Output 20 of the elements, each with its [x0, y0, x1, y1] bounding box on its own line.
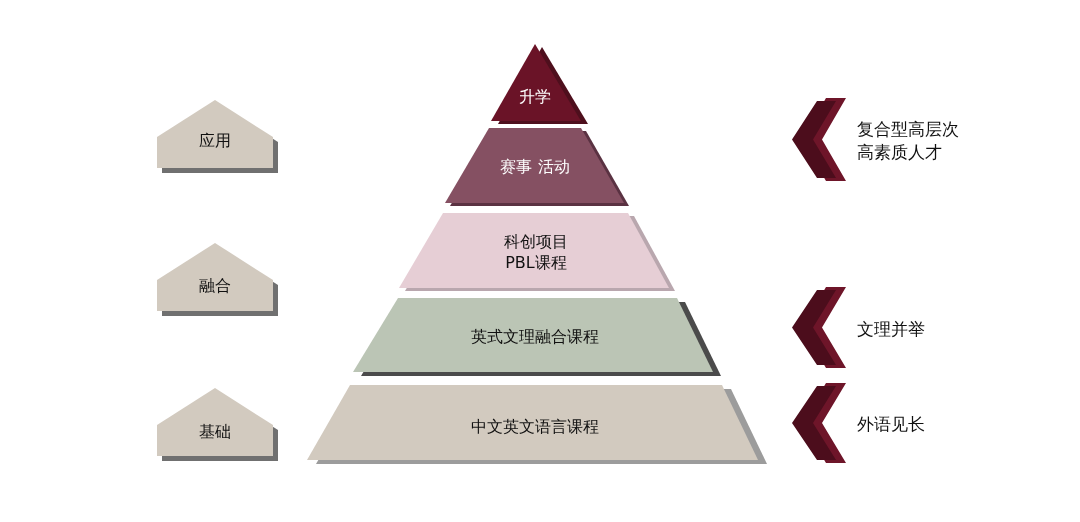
pyramid-tier	[307, 385, 767, 464]
tier-label: PBL课程	[504, 253, 568, 274]
outcome-text: 外语见长	[857, 412, 926, 436]
outcome-text: 复合型高层次高素质人才	[857, 117, 960, 164]
outcome-text: 文理并举	[857, 317, 926, 340]
pentagon-tag	[157, 100, 278, 173]
pyramid-tier	[491, 44, 588, 124]
level-label: 应用	[199, 130, 231, 152]
pyramid-tier	[445, 128, 629, 206]
tier-label: 中文英文语言课程	[471, 416, 599, 438]
tier-label: 英式文理融合课程	[471, 326, 599, 348]
level-label: 融合	[199, 275, 231, 297]
pyramid-tier	[399, 213, 675, 291]
tier-label: 升学	[519, 86, 551, 108]
tier-label: 赛事 活动	[500, 156, 570, 178]
tier-label: 科创项目	[504, 232, 568, 253]
level-label: 基础	[199, 421, 231, 443]
pyramid-tier	[353, 298, 721, 376]
pentagon-tag	[157, 243, 278, 316]
pentagon-tag	[157, 388, 278, 461]
